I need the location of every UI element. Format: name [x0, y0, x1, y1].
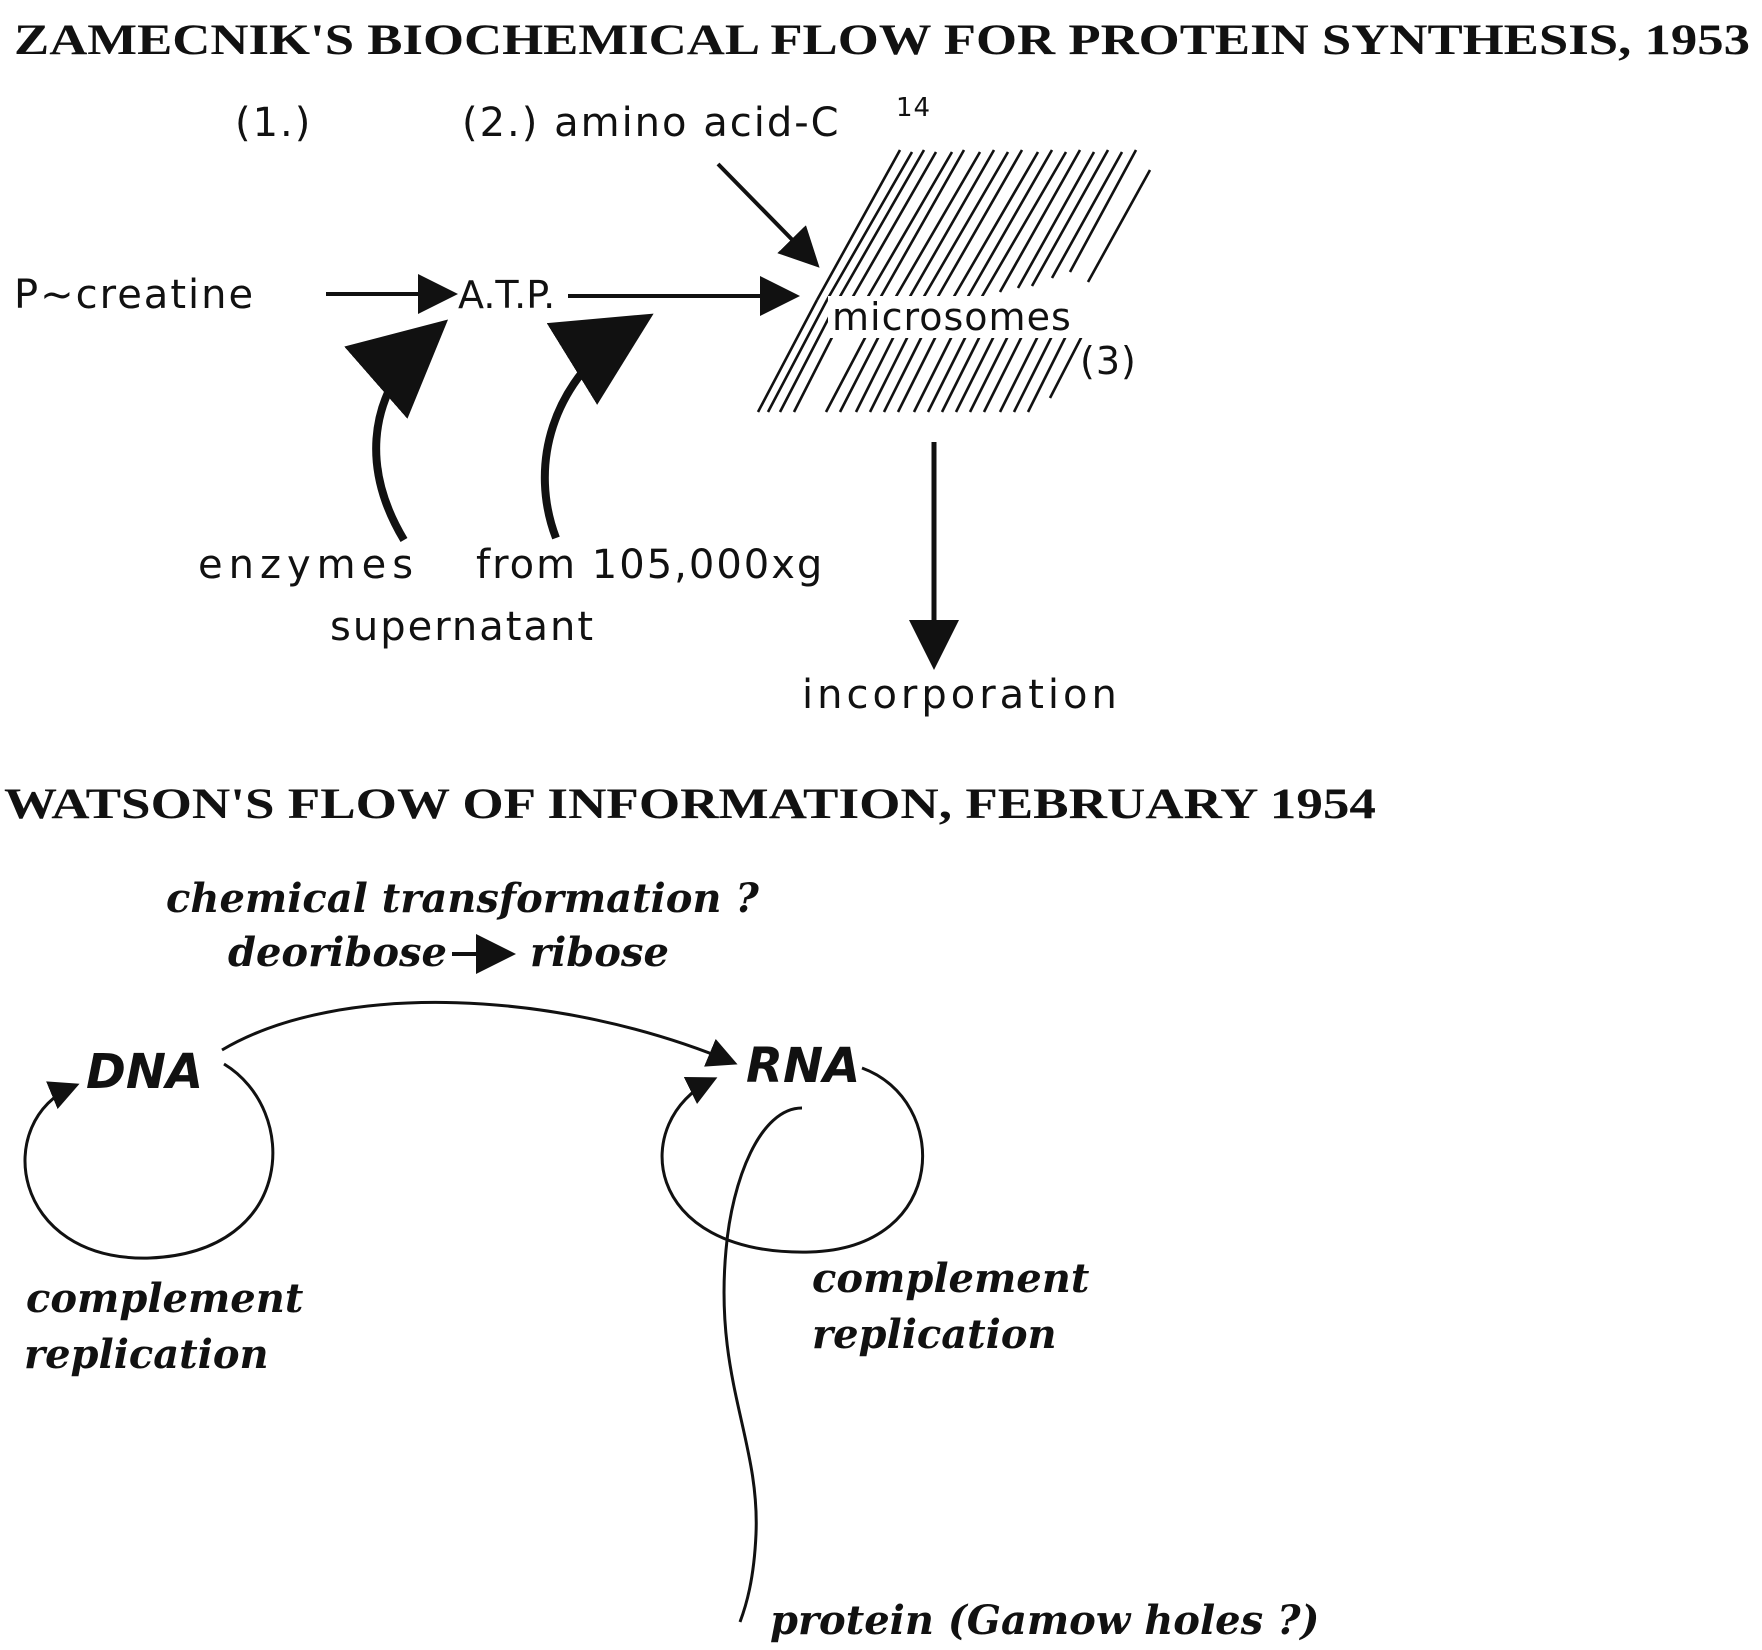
enzymes-label: enzymes: [198, 542, 419, 588]
protein-label: protein (Gamow holes ?): [770, 1597, 1319, 1644]
rna-to-protein-line: [722, 1106, 803, 1623]
rna-caption-line1: complement: [812, 1255, 1090, 1302]
step-3-label: (3): [1080, 339, 1137, 383]
dna-replication-loop: [23, 1062, 275, 1260]
rna-label: RNA: [746, 1038, 860, 1094]
dna-to-rna-arrow: [221, 1000, 738, 1067]
step-1-label: (1.): [235, 100, 312, 146]
microsomes-label-bg: [828, 296, 1090, 338]
enzymes-to-atp-arrow: [344, 319, 449, 543]
c14-superscript: 14: [896, 93, 931, 123]
amino-acid-arrow: [716, 162, 820, 268]
from-label: from 105,000xg: [476, 542, 824, 588]
supernatant-to-atp-arrow: [540, 313, 654, 540]
p-creatine-label: P~creatine: [14, 272, 255, 318]
rna-replication-loop: [660, 1066, 925, 1254]
step-2-label: (2.) amino acid-C: [462, 100, 841, 146]
watson-heading: WATSON'S FLOW OF INFORMATION, FEBRUARY 1…: [4, 781, 1376, 828]
rna-caption-line2: replication: [812, 1311, 1057, 1358]
incorporation-label: incorporation: [802, 672, 1121, 718]
zamecnik-heading: ZAMECNIK'S BIOCHEMICAL FLOW FOR PROTEIN …: [14, 17, 1750, 64]
atp-label: A.T.P.: [458, 273, 555, 317]
dna-label: DNA: [86, 1044, 203, 1100]
chemical-transformation-label: chemical transformation ?: [166, 875, 759, 922]
zamecnik-section: ZAMECNIK'S BIOCHEMICAL FLOW FOR PROTEIN …: [14, 17, 1750, 718]
microsomes-label: microsomes: [832, 295, 1072, 339]
dna-caption-line2: replication: [24, 1331, 269, 1378]
supernatant-label: supernatant: [330, 604, 595, 650]
microsomes-hatching: [756, 149, 1152, 413]
watson-section: WATSON'S FLOW OF INFORMATION, FEBRUARY 1…: [4, 781, 1376, 1644]
deoribose-label: deoribose: [228, 929, 447, 976]
dna-caption-line1: complement: [26, 1275, 304, 1322]
ribose-label: ribose: [530, 929, 669, 976]
